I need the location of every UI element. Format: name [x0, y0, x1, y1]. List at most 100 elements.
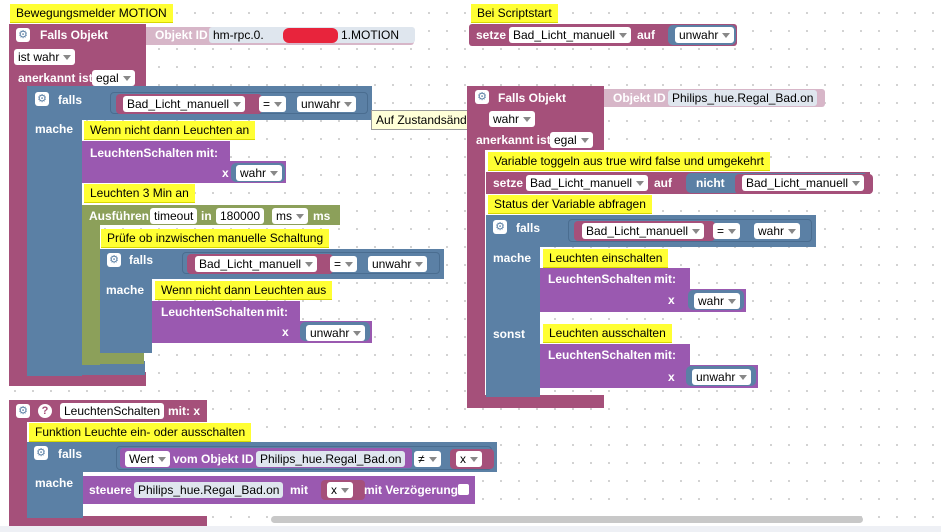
redaction-mark — [283, 28, 338, 43]
exec-label: Ausführen — [89, 209, 149, 223]
inner-operator-dropdown[interactable]: = — [330, 256, 358, 272]
right-variable-dropdown[interactable]: Bad_Licht_manuell — [582, 223, 705, 239]
dropdown-arrow-icon — [415, 262, 424, 268]
right-condition-dropdown[interactable]: wahr — [489, 111, 536, 127]
set-variable-dropdown[interactable]: Bad_Licht_manuell — [509, 27, 632, 43]
right-call-off-with: mit: — [654, 348, 676, 362]
right-call-off-dropdown[interactable]: unwahr — [692, 369, 752, 385]
event-block-spine — [9, 24, 27, 386]
right-if-label: falls — [516, 221, 541, 235]
condition-dropdown[interactable]: ist wahr — [14, 49, 76, 65]
right-event-spine — [467, 86, 485, 408]
delay-checkbox[interactable] — [458, 484, 469, 495]
comment-scriptstart[interactable]: Bei Scriptstart — [471, 4, 558, 23]
right-set-variable-dropdown[interactable]: Bad_Licht_manuell — [526, 175, 649, 191]
set-label: setze — [476, 28, 507, 42]
dropdown-arrow-icon — [428, 457, 437, 463]
control-with-label: mit — [290, 483, 308, 497]
gear-icon[interactable]: ⚙ — [34, 446, 48, 460]
dropdown-arrow-icon — [692, 229, 701, 235]
dropdown-arrow-icon — [619, 33, 628, 39]
right-if-else-row — [486, 318, 540, 324]
comment-einschalten[interactable]: Leuchten einschalten — [543, 249, 669, 268]
true-dropdown[interactable]: wahr — [236, 165, 283, 181]
unit-dropdown[interactable]: ms — [272, 208, 308, 224]
to-label: auf — [637, 28, 655, 42]
control-x-dropdown[interactable]: x — [327, 482, 353, 498]
gear-icon[interactable]: ⚙ — [16, 404, 30, 418]
function-name-field[interactable]: LeuchtenSchalten — [60, 403, 165, 419]
control-label: steuere — [89, 483, 132, 497]
value-type-dropdown[interactable]: Wert — [125, 451, 171, 467]
else-label: sonst — [493, 327, 526, 341]
inner-param-x-label: x — [282, 325, 289, 339]
if-block[interactable] — [27, 86, 82, 376]
neq-operator-dropdown[interactable]: ≠ — [414, 451, 441, 467]
right-call-off-label: LeuchtenSchalten — [548, 348, 652, 362]
inner-false-dropdown[interactable]: unwahr — [306, 325, 366, 341]
inner-variable-dropdown[interactable]: Bad_Licht_manuell — [195, 256, 318, 272]
delay-label: mit Verzögerung — [364, 483, 459, 497]
timeout-name-field[interactable]: timeout — [150, 208, 198, 224]
x-variable-dropdown[interactable]: x — [456, 451, 482, 467]
gear-icon[interactable]: ⚙ — [16, 28, 30, 42]
right-call-on-with: mit: — [654, 272, 676, 286]
comment-funktion[interactable]: Funktion Leuchte ein- oder ausschalten — [29, 423, 252, 442]
comment-motion[interactable]: Bewegungsmelder MOTION — [10, 4, 173, 23]
operator-dropdown[interactable]: = — [259, 96, 287, 112]
comment-status[interactable]: Status der Variable abfragen — [488, 195, 652, 214]
dropdown-arrow-icon — [341, 488, 349, 494]
control-object-id-field[interactable]: Philips_hue.Regal_Bad.on — [134, 482, 284, 498]
right-operator-dropdown[interactable]: = — [713, 223, 741, 239]
function-call-label: LeuchtenSchalten — [90, 146, 194, 160]
function-then-label: mache — [35, 476, 74, 490]
gear-icon[interactable]: ⚙ — [475, 90, 489, 104]
set-value-dropdown[interactable]: unwahr — [675, 27, 735, 43]
dropdown-arrow-icon — [122, 76, 131, 82]
timeout-spine — [82, 205, 100, 365]
then-label: mache — [35, 122, 74, 136]
right-event-label: Falls Objekt — [498, 91, 567, 105]
object-id-label: Objekt ID — [155, 28, 208, 42]
dropdown-arrow-icon — [739, 375, 748, 381]
timeout-value-field[interactable]: 180000 — [216, 208, 265, 224]
ack-label: anerkannt ist — [18, 71, 93, 85]
dropdown-arrow-icon — [305, 262, 314, 268]
value-dropdown[interactable]: unwahr — [297, 96, 357, 112]
function-object-id-field[interactable]: Philips_hue.Regal_Bad.on — [256, 451, 406, 467]
right-value-dropdown[interactable]: wahr — [754, 223, 801, 239]
horizontal-scrollbar[interactable] — [271, 516, 863, 523]
inner-then-label: mache — [106, 283, 145, 297]
comment-3-min[interactable]: Leuchten 3 Min an — [84, 184, 195, 203]
function-with-label: mit: x — [168, 404, 201, 418]
comment-pruefe[interactable]: Prüfe ob inzwischen manuelle Schaltung — [101, 229, 330, 248]
comment-leuchten-an[interactable]: Wenn nicht dann Leuchten an — [84, 121, 256, 140]
dropdown-arrow-icon — [523, 117, 532, 123]
ack-dropdown[interactable]: egal — [92, 70, 135, 86]
not-variable-dropdown[interactable]: Bad_Licht_manuell — [742, 175, 865, 191]
right-ack-dropdown[interactable]: egal — [550, 132, 593, 148]
timeout-foot — [82, 352, 144, 364]
help-icon[interactable]: ? — [38, 404, 52, 418]
right-object-id-field[interactable]: Philips_hue.Regal_Bad.on — [668, 90, 818, 106]
inner-if-label: falls — [129, 253, 154, 267]
gear-icon[interactable]: ⚙ — [493, 220, 507, 234]
event-label: Falls Objekt — [40, 28, 109, 42]
right-if-foot — [486, 386, 540, 397]
right-call-on-dropdown[interactable]: wahr — [694, 293, 741, 309]
comment-toggle[interactable]: Variable toggeln aus true wird false und… — [488, 152, 770, 171]
dropdown-arrow-icon — [345, 262, 354, 268]
right-set-label: setze — [493, 176, 524, 190]
right-call-on-label: LeuchtenSchalten — [548, 272, 652, 286]
dropdown-arrow-icon — [353, 331, 362, 337]
right-call-on-x: x — [668, 293, 675, 307]
dropdown-arrow-icon — [296, 214, 304, 220]
comment-ausschalten[interactable]: Leuchten ausschalten — [543, 324, 672, 343]
dropdown-arrow-icon — [636, 181, 645, 187]
inner-value-dropdown[interactable]: unwahr — [368, 256, 428, 272]
comment-leuchten-aus[interactable]: Wenn nicht dann Leuchten aus — [155, 281, 333, 300]
dropdown-arrow-icon — [270, 171, 279, 177]
variable-dropdown[interactable]: Bad_Licht_manuell — [123, 96, 246, 112]
gear-icon[interactable]: ⚙ — [107, 253, 121, 267]
gear-icon[interactable]: ⚙ — [35, 92, 49, 106]
